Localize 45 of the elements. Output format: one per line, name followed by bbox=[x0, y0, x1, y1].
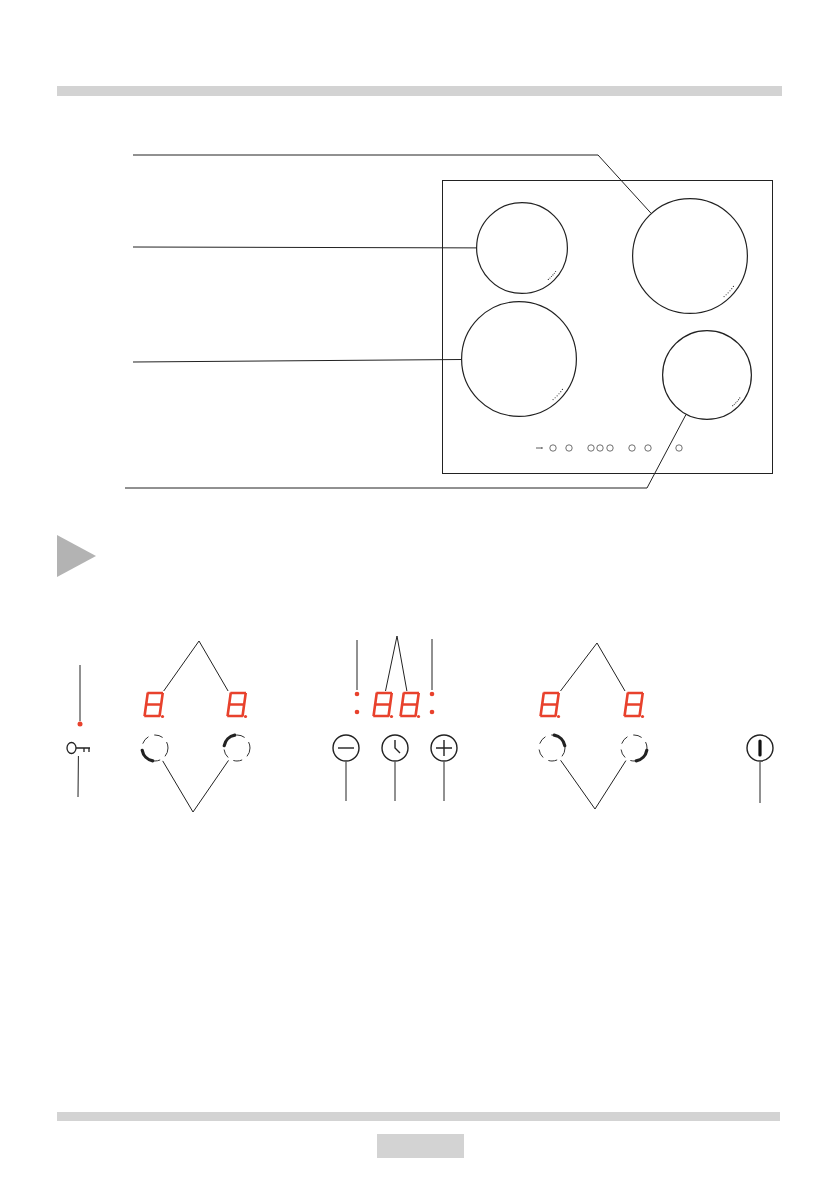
leader-line bbox=[596, 642, 626, 692]
leader-line bbox=[198, 640, 229, 692]
indicator-dots bbox=[354, 690, 360, 716]
hob-outline bbox=[442, 180, 773, 474]
leader-line bbox=[124, 414, 687, 489]
leader-line bbox=[162, 760, 194, 813]
digit-display bbox=[225, 691, 248, 720]
plus-icon bbox=[430, 734, 458, 762]
leader-line bbox=[79, 664, 81, 722]
indicator-dot bbox=[77, 721, 83, 727]
cooking-zone bbox=[476, 202, 568, 294]
leader-line bbox=[560, 759, 596, 810]
leader-line bbox=[132, 246, 477, 249]
cooking-zone bbox=[461, 301, 577, 417]
leader-line bbox=[759, 761, 761, 804]
leader-line bbox=[560, 642, 598, 692]
leader-line bbox=[163, 640, 200, 692]
leader-line bbox=[345, 761, 347, 802]
indicator-dots bbox=[429, 690, 435, 716]
minus-icon bbox=[332, 734, 360, 762]
leader-line bbox=[443, 761, 445, 802]
zone-selector-icon bbox=[537, 733, 567, 763]
leader-line bbox=[396, 635, 408, 692]
digit-display bbox=[538, 691, 561, 720]
zone-selector-icon bbox=[619, 733, 649, 763]
leader-line bbox=[394, 761, 396, 802]
leader-line bbox=[132, 359, 462, 363]
zone-selector-icon bbox=[140, 733, 170, 763]
leader-line bbox=[132, 154, 652, 214]
leader-line bbox=[385, 635, 398, 692]
leader-line bbox=[431, 638, 433, 691]
clock-icon bbox=[381, 734, 409, 762]
leader-line bbox=[594, 760, 627, 810]
key-icon bbox=[66, 740, 91, 756]
leader-line bbox=[356, 639, 358, 691]
power-icon bbox=[746, 734, 774, 762]
leader-line bbox=[192, 759, 229, 813]
digit-display bbox=[398, 691, 421, 720]
digit-display bbox=[371, 691, 394, 720]
leader-line bbox=[77, 755, 79, 798]
digit-display bbox=[622, 691, 645, 720]
cooking-zone bbox=[632, 198, 748, 314]
zone-selector-icon bbox=[222, 733, 252, 763]
digit-display bbox=[142, 691, 165, 720]
cooking-zone bbox=[662, 330, 752, 420]
